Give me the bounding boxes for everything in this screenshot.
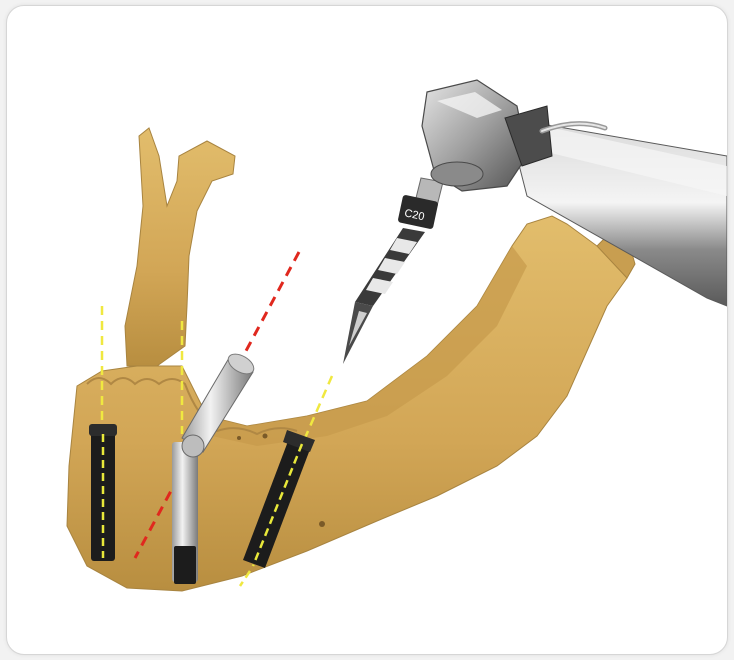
surgical-drill: C20 [343, 178, 443, 364]
illustration-card: C20 [6, 5, 728, 655]
dental-implant-left [89, 424, 117, 561]
dental-implant-middle [172, 442, 198, 584]
dental-implant-illustration: C20 [7, 6, 727, 654]
